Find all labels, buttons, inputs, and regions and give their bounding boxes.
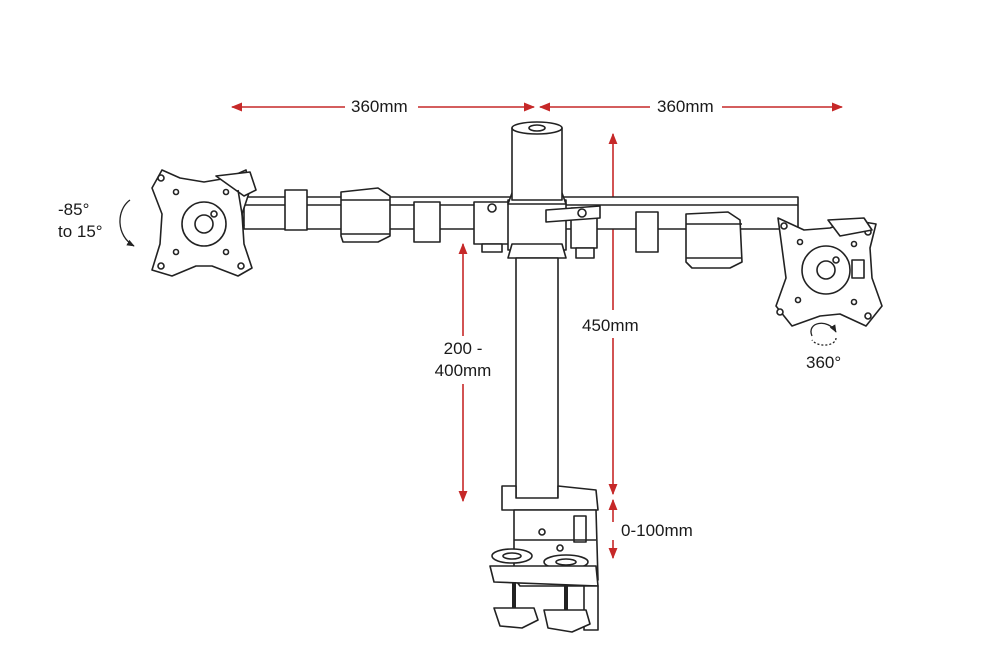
tilt-range-line1: -85° bbox=[58, 200, 90, 219]
right-width-label: 360mm bbox=[657, 97, 714, 116]
rotation-indicators bbox=[119, 199, 837, 346]
arm-height-label-line1: 200 - bbox=[443, 339, 483, 358]
arm-height-label: 200 - 400mm bbox=[418, 338, 508, 382]
right-vesa-hole bbox=[796, 238, 804, 246]
pole-top bbox=[511, 127, 563, 201]
pole bbox=[515, 257, 559, 511]
swivel-rotation-icon bbox=[810, 322, 837, 337]
left-width-label: 360mm bbox=[351, 97, 408, 116]
right-vesa-hole bbox=[850, 298, 858, 306]
left-vesa-hole bbox=[222, 188, 230, 196]
arm-height-label-line2: 400mm bbox=[434, 361, 492, 380]
left-vesa-hole bbox=[222, 248, 230, 256]
tilt-range-label: -85° to 15° bbox=[58, 199, 103, 243]
right-vesa-hole bbox=[780, 222, 788, 230]
right-vesa-hole bbox=[850, 240, 858, 248]
clamp-knob bbox=[543, 609, 591, 633]
clamp-knob bbox=[493, 607, 539, 629]
tilt-range-line2: to 15° bbox=[58, 222, 103, 241]
right-vesa-hole bbox=[776, 308, 784, 316]
swivel-label: 360° bbox=[806, 353, 842, 372]
left-vesa-hole bbox=[172, 188, 180, 196]
left-vesa-hole bbox=[237, 262, 245, 270]
arm-clip bbox=[284, 189, 308, 231]
arm-joint bbox=[685, 211, 743, 269]
right-vesa-hole bbox=[794, 296, 802, 304]
clamp-jaw bbox=[489, 565, 599, 587]
left-vesa-hole bbox=[172, 248, 180, 256]
arm-clip bbox=[413, 201, 441, 243]
right-vesa-hole bbox=[864, 312, 872, 320]
left-vesa-hole bbox=[157, 262, 165, 270]
mount-line-art bbox=[151, 121, 883, 633]
pole-collar bbox=[507, 199, 567, 251]
tilt-rotation-icon bbox=[119, 199, 135, 247]
arm-joint bbox=[340, 187, 391, 243]
pole-height-label: 450mm bbox=[582, 316, 639, 335]
left-vesa-hole bbox=[157, 174, 165, 182]
clamp-thickness-label: 0-100mm bbox=[621, 521, 693, 540]
arm-clip bbox=[635, 211, 659, 253]
